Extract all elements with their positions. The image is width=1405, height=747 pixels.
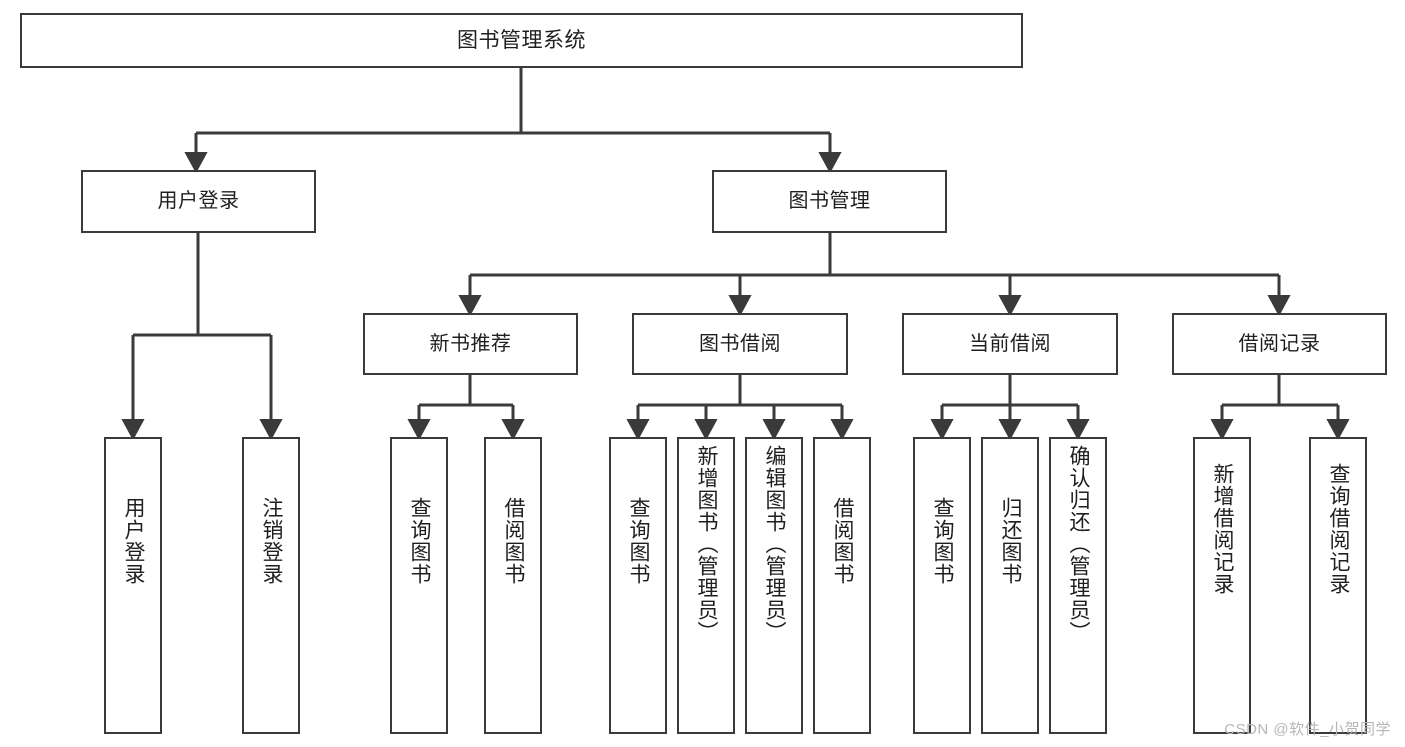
leaf-book-borrow-edit[interactable]: 编辑图书（管理员） — [745, 437, 803, 734]
leaf-new-book-borrow-label: 借阅图书 — [502, 497, 526, 585]
node-borrow-record-label: 借阅记录 — [1238, 332, 1321, 355]
leaf-book-borrow-edit-label: 编辑图书（管理员） — [763, 445, 787, 643]
leaf-current-borrow-confirm-return-label: 确认归还（管理员） — [1067, 445, 1091, 643]
leaf-borrow-record-query-label: 查询借阅记录 — [1327, 463, 1351, 595]
node-current-borrow-label: 当前借阅 — [969, 332, 1051, 355]
leaf-new-book-borrow[interactable]: 借阅图书 — [484, 437, 542, 734]
leaf-book-borrow-query-label: 查询图书 — [627, 497, 651, 585]
node-user-login[interactable]: 用户登录 — [81, 170, 316, 233]
leaf-user-login-logout[interactable]: 注销登录 — [242, 437, 300, 734]
leaf-current-borrow-query-label: 查询图书 — [931, 497, 955, 585]
leaf-book-borrow-add[interactable]: 新增图书（管理员） — [677, 437, 735, 734]
leaf-new-book-query-label: 查询图书 — [408, 497, 432, 585]
leaf-current-borrow-confirm-return[interactable]: 确认归还（管理员） — [1049, 437, 1107, 734]
node-book-borrow[interactable]: 图书借阅 — [632, 313, 848, 375]
leaf-borrow-record-add[interactable]: 新增借阅记录 — [1193, 437, 1251, 734]
node-current-borrow[interactable]: 当前借阅 — [902, 313, 1118, 375]
leaf-book-borrow-add-label: 新增图书（管理员） — [695, 445, 719, 643]
csdn-watermark: CSDN @软件_小贺同学 — [1224, 721, 1391, 738]
node-new-book-recommend-label: 新书推荐 — [429, 332, 512, 355]
leaf-book-borrow-query[interactable]: 查询图书 — [609, 437, 667, 734]
leaf-user-login-login-label: 用户登录 — [122, 497, 146, 585]
node-root-label: 图书管理系统 — [457, 28, 586, 52]
leaf-user-login-logout-label: 注销登录 — [260, 497, 284, 585]
leaf-new-book-query[interactable]: 查询图书 — [390, 437, 448, 734]
leaf-current-borrow-return-label: 归还图书 — [999, 497, 1023, 585]
leaf-book-borrow-borrow[interactable]: 借阅图书 — [813, 437, 871, 734]
leaf-borrow-record-query[interactable]: 查询借阅记录 — [1309, 437, 1367, 734]
node-root[interactable]: 图书管理系统 — [20, 13, 1023, 68]
leaf-book-borrow-borrow-label: 借阅图书 — [831, 497, 855, 585]
node-book-management-label: 图书管理 — [788, 190, 871, 213]
node-book-borrow-label: 图书借阅 — [699, 332, 781, 355]
node-user-login-label: 用户登录 — [157, 190, 240, 213]
leaf-user-login-login[interactable]: 用户登录 — [104, 437, 162, 734]
leaf-current-borrow-query[interactable]: 查询图书 — [913, 437, 971, 734]
node-book-management[interactable]: 图书管理 — [712, 170, 947, 233]
node-new-book-recommend[interactable]: 新书推荐 — [363, 313, 578, 375]
leaf-current-borrow-return[interactable]: 归还图书 — [981, 437, 1039, 734]
leaf-borrow-record-add-label: 新增借阅记录 — [1211, 463, 1235, 595]
node-borrow-record[interactable]: 借阅记录 — [1172, 313, 1387, 375]
